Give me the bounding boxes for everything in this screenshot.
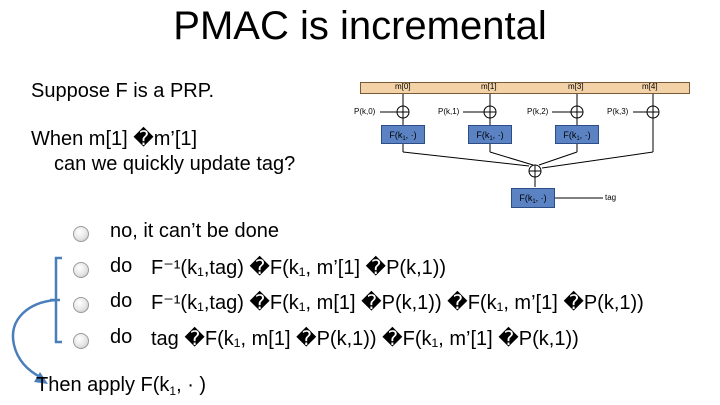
message-strip	[360, 82, 690, 94]
intro-line-prp: Suppose F is a PRP.	[31, 80, 215, 102]
prf-box-final: F(k1, ·)	[511, 188, 555, 208]
pad-label-3: P(k,3)	[607, 107, 629, 116]
pad-label-0: P(k,0)	[354, 107, 376, 116]
then-apply-text: Then apply F(k1, · )	[36, 374, 207, 398]
slide-title: PMAC is incremental	[173, 4, 547, 48]
message-block-3: m[3]	[568, 82, 584, 91]
message-block-1: m[1]	[481, 82, 497, 91]
option-text-2: F⁻¹(k₁,tag) �F(k₁, m’[1] �P(k,1))	[151, 257, 447, 279]
message-block-0: m[0]	[395, 82, 411, 91]
option-radio-4[interactable]	[73, 333, 89, 349]
option-text-3: F⁻¹(k₁,tag) �F(k₁, m[1] �P(k,1)) �F(k₁, …	[151, 292, 644, 314]
message-block-4: m[4]	[642, 82, 658, 91]
option-radio-1[interactable]	[73, 226, 89, 242]
option-text-1: no, it can’t be done	[110, 220, 280, 242]
option-text-4: tag �F(k₁, m[1] �P(k,1)) �F(k₁, m’[1] �P…	[151, 328, 579, 350]
option-prefix-4: do	[110, 326, 133, 348]
prf-box-0: F(k1, ·)	[381, 125, 425, 144]
option-radio-3[interactable]	[73, 297, 89, 313]
intro-line-update: When m[1] �m’[1]	[31, 128, 198, 150]
tag-label: tag	[605, 193, 617, 202]
prf-box-2: F(k1, ·)	[555, 125, 599, 144]
option-prefix-3: do	[110, 290, 133, 312]
option-radio-2[interactable]	[73, 262, 89, 278]
prf-box-1: F(k1, ·)	[468, 125, 512, 144]
pad-label-1: P(k,1)	[438, 107, 460, 116]
intro-line-question: can we quickly update tag?	[54, 153, 296, 175]
pad-label-2: P(k,2)	[527, 107, 549, 116]
option-prefix-2: do	[110, 255, 133, 277]
